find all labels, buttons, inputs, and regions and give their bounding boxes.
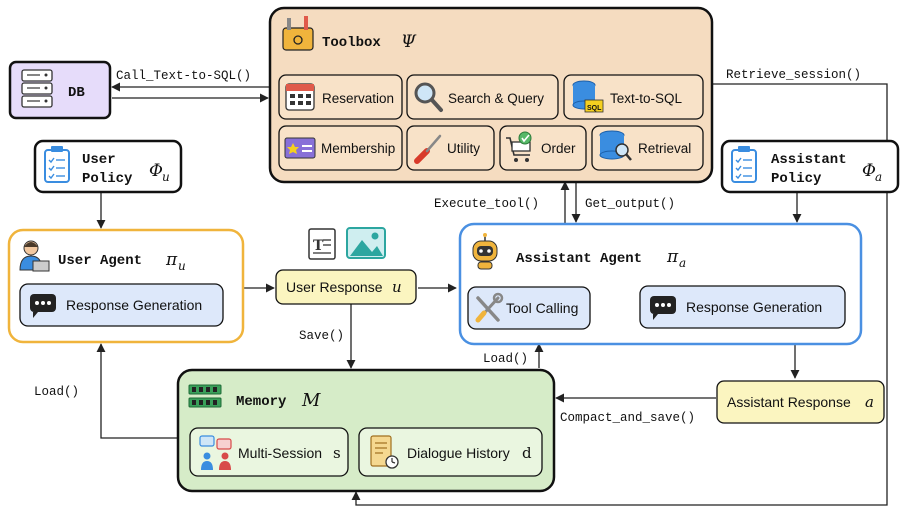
db-node[interactable]: DB	[8, 60, 112, 120]
memory-var: M	[301, 390, 321, 411]
dialogue-history-label: Dialogue History	[407, 445, 510, 461]
user-policy-line1: User	[82, 152, 116, 168]
svg-text:T: T	[313, 238, 324, 254]
tool-label: Reservation	[322, 91, 394, 106]
robot-icon	[472, 233, 498, 270]
label-get-output: Get_output()	[585, 197, 675, 211]
memory: Memory M Multi-Session s	[176, 368, 556, 493]
tool-calling-label: Tool Calling	[506, 300, 578, 316]
tool-label: Retrieval	[638, 141, 691, 156]
tool-membership[interactable]: Membership	[278, 125, 403, 171]
user-policy-line2: Policy	[82, 171, 133, 187]
magnifier-icon	[414, 82, 443, 112]
user-policy-symbol: Φ	[149, 161, 163, 181]
memory-title: Memory	[236, 394, 287, 410]
user-agent-symbol: π	[165, 250, 178, 270]
user-response-generation-label: Response Generation	[66, 297, 202, 313]
edge-load-user	[96, 343, 178, 439]
label-load-user: Load()	[34, 385, 79, 399]
db-label: DB	[68, 85, 85, 101]
clipboard-icon	[731, 146, 757, 183]
user-response-node[interactable]: User Response u	[275, 269, 417, 305]
multi-session-node[interactable]: Multi-Session s	[189, 427, 349, 477]
scroll-clock-icon	[370, 435, 399, 469]
tool-search-and-query[interactable]: Search & Query	[406, 74, 559, 120]
calendar-icon	[285, 83, 315, 111]
assistant-policy-symbol: Φ	[862, 161, 876, 181]
database-search-icon	[599, 130, 632, 161]
label-retrieve-session: Retrieve_session()	[726, 68, 861, 82]
assistant-agent-symbol: π	[666, 247, 679, 267]
user-response-label: User Response	[286, 279, 383, 295]
tool-calling-node[interactable]: Tool Calling	[467, 286, 591, 330]
assistant-policy: Assistant Policy Φ a	[720, 139, 900, 194]
wrench-screwdriver-icon	[475, 292, 504, 323]
dialogue-history-node[interactable]: Dialogue History d	[358, 427, 543, 477]
edge-labels: Call_Text-to-SQL() Retrieve_session() Ex…	[34, 68, 861, 425]
svg-text:SQL: SQL	[587, 105, 602, 112]
tool-reservation[interactable]: Reservation	[278, 74, 403, 120]
tool-utility[interactable]: Utility	[406, 125, 495, 171]
tool-label: Membership	[321, 141, 395, 156]
user-agent: User Agent π u Response Generation	[7, 228, 245, 344]
screwdriver-icon	[414, 134, 442, 164]
user-agent-sub: u	[178, 259, 186, 273]
label-call-text-to-sql: Call_Text-to-SQL()	[116, 69, 251, 83]
toolbox: Toolbox Ψ Reservation Search & Query	[268, 6, 714, 184]
assistant-policy-line1: Assistant	[771, 152, 847, 168]
assistant-response-node[interactable]: Assistant Response a	[716, 380, 885, 424]
edge-retrieve-session	[351, 83, 888, 506]
tool-label: Search & Query	[448, 91, 544, 106]
chat-bubble-icon	[30, 294, 56, 318]
tool-order[interactable]: Order	[499, 125, 587, 171]
shopping-cart-icon	[506, 131, 532, 162]
multi-session-label: Multi-Session	[238, 445, 322, 461]
server-icon	[21, 69, 53, 108]
tool-text-to-sql[interactable]: SQL Text-to-SQL	[563, 74, 704, 120]
assistant-agent-title: Assistant Agent	[516, 251, 642, 267]
membership-card-icon	[284, 137, 316, 159]
assistant-agent: Assistant Agent π a Tool Calling Respons…	[458, 222, 863, 346]
user-response-icons: T	[308, 227, 386, 260]
label-compact-and-save: Compact_and_save()	[560, 411, 695, 425]
tool-label: Order	[541, 141, 576, 156]
user-response-generation[interactable]: Response Generation	[19, 283, 224, 327]
dialogue-history-var: d	[522, 444, 532, 462]
user-agent-title: User Agent	[58, 253, 142, 269]
sql-database-icon: SQL	[572, 80, 604, 113]
assistant-response-label: Assistant Response	[727, 394, 851, 410]
assistant-response-generation-label: Response Generation	[686, 299, 822, 315]
tool-retrieval[interactable]: Retrieval	[591, 125, 704, 171]
label-load-assistant: Load()	[483, 352, 528, 366]
user-policy-sub: u	[162, 170, 170, 184]
user-policy: User Policy Φ u	[33, 139, 183, 194]
toolbox-symbol: Ψ	[401, 32, 417, 52]
chat-bubble-icon	[650, 296, 676, 320]
multi-user-chat-icon	[199, 435, 232, 470]
memory-chip-icon	[188, 384, 222, 408]
assistant-response-generation[interactable]: Response Generation	[639, 285, 846, 329]
clipboard-icon	[44, 146, 70, 183]
multi-session-var: s	[333, 444, 341, 462]
assistant-policy-line2: Policy	[771, 171, 822, 187]
assistant-response-var: a	[865, 393, 874, 411]
person-laptop-icon	[19, 240, 50, 272]
tool-label: Utility	[447, 141, 480, 156]
assistant-policy-sub: a	[875, 170, 882, 184]
tool-label: Text-to-SQL	[610, 91, 683, 106]
toolbox-icon	[282, 16, 314, 51]
label-execute-tool: Execute_tool()	[434, 197, 539, 211]
image-icon	[346, 227, 386, 259]
label-save: Save()	[299, 329, 344, 343]
toolbox-title: Toolbox	[322, 35, 381, 51]
text-document-icon: T	[308, 228, 336, 260]
user-response-var: u	[392, 278, 402, 296]
assistant-agent-sub: a	[679, 256, 686, 270]
